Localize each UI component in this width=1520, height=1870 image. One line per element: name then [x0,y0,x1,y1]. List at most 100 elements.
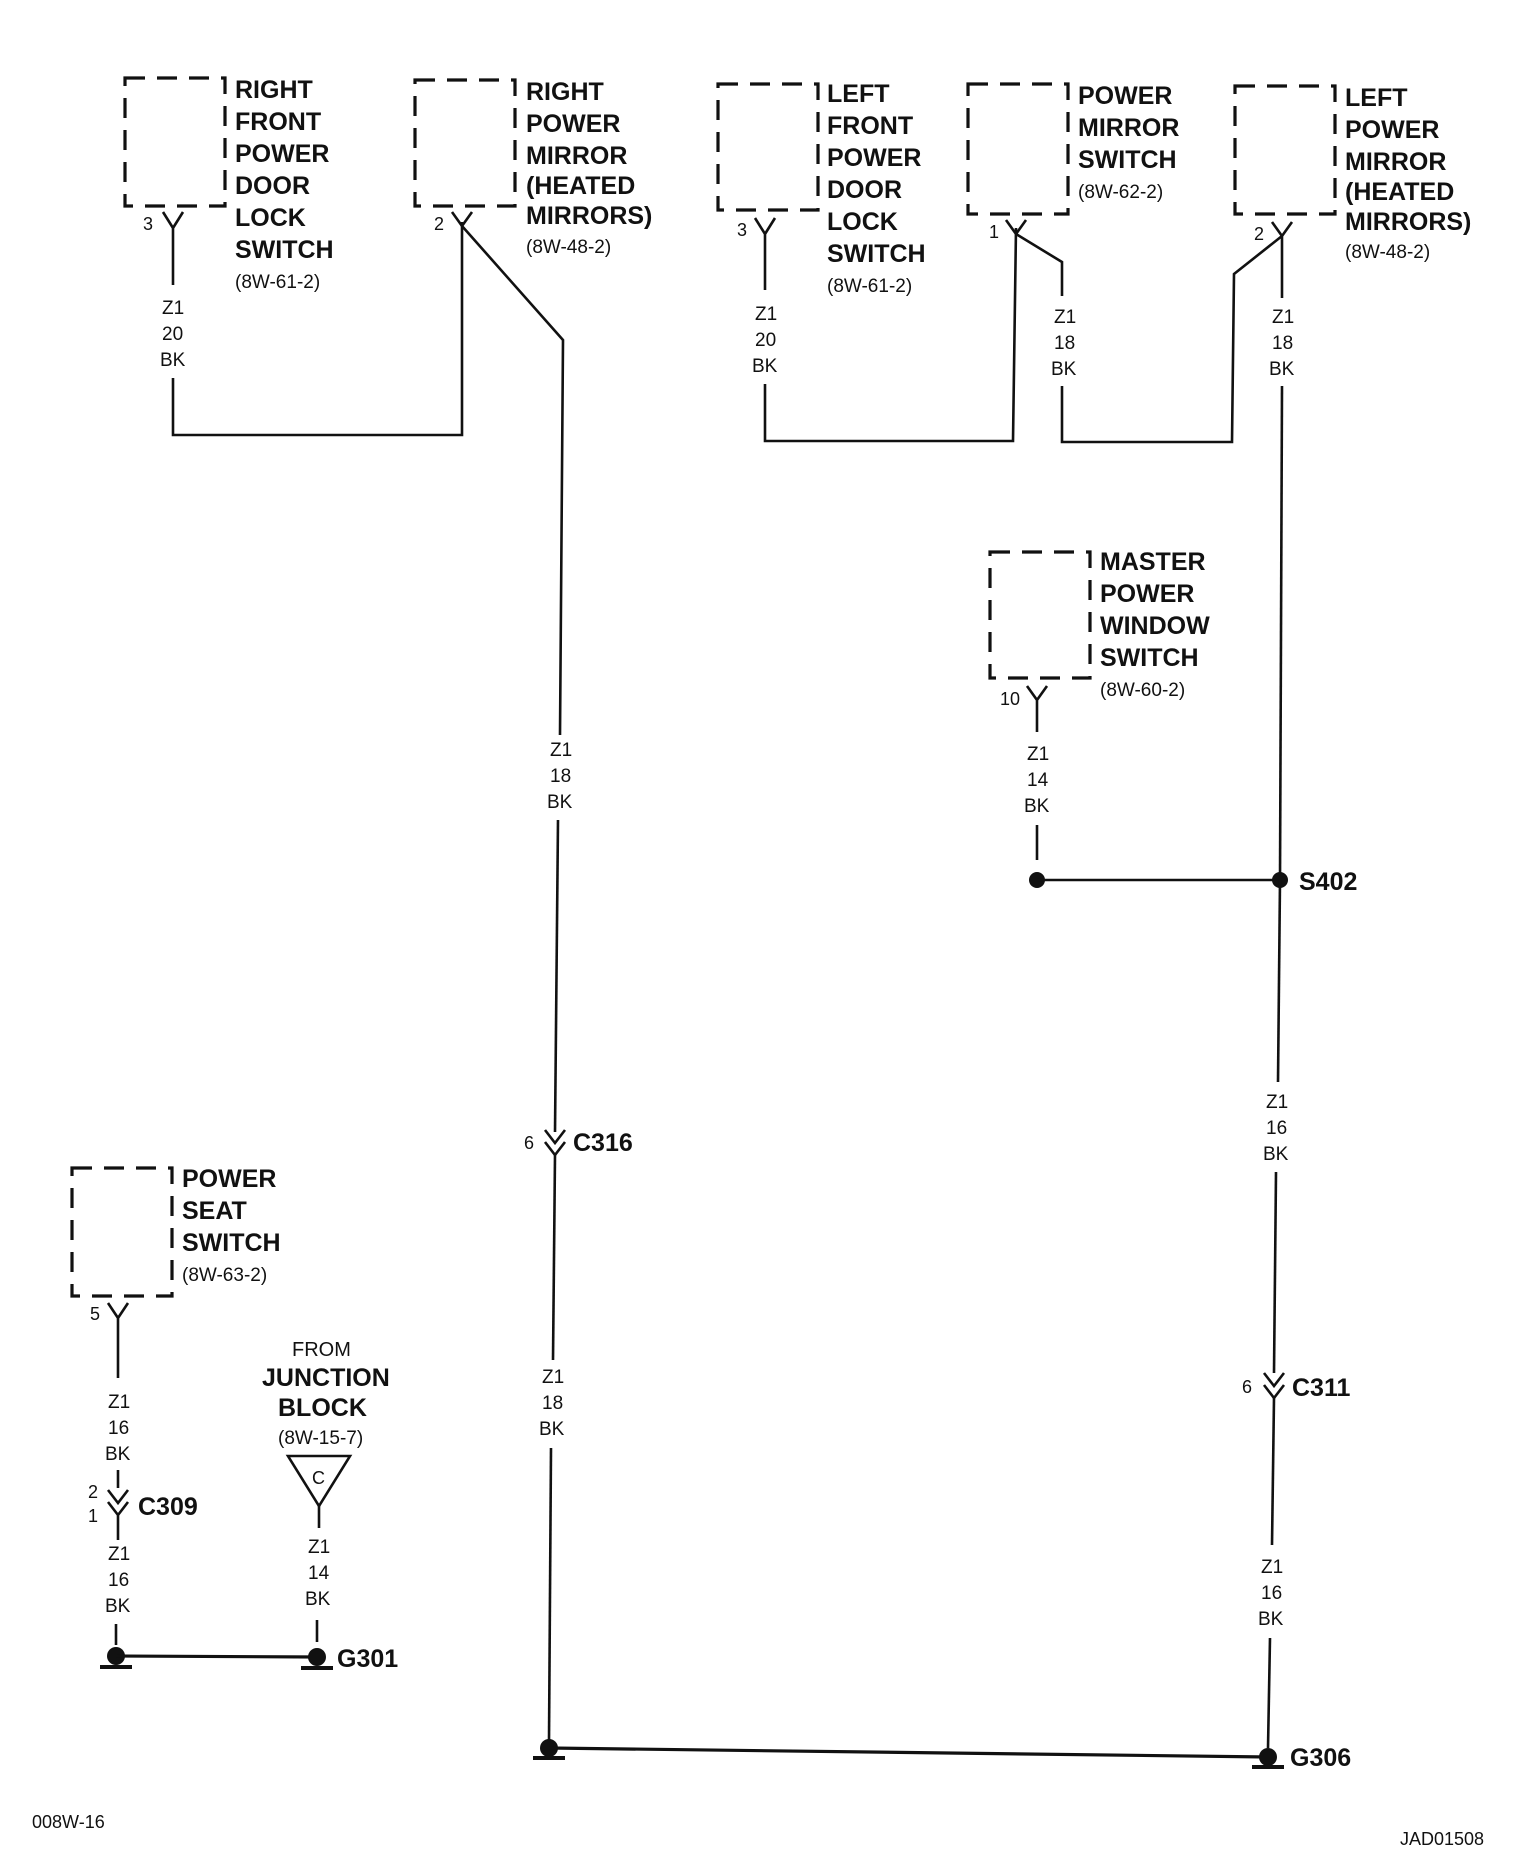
g301-wire [115,1654,318,1659]
footer-figure-number: 008W-16 [32,1812,105,1832]
junction-wire-gauge: 14 [308,1563,330,1584]
junction-label-2: BLOCK [278,1394,367,1422]
rf-mirror-lower-circuit: Z1 [542,1367,564,1388]
g306-label: G306 [1290,1744,1351,1772]
power-seat-label-2: SEAT [182,1197,247,1225]
master-window-label-3: WINDOW [1100,612,1210,640]
lf-door-lock-label-6: SWITCH [827,240,926,268]
mirror-switch-label-2: MIRROR [1078,114,1179,142]
rf-door-lock-label-4: DOOR [235,172,310,200]
junction-connector-id: C [312,1468,325,1488]
lf-door-lock-ref: (8W-61-2) [827,276,912,297]
lf-mirror-terminal [1270,221,1294,298]
master-window-wire-circuit: Z1 [1027,744,1049,765]
rf-mirror-wire-upper [461,225,565,736]
mirror-sw-wire [1060,234,1283,444]
rf-power-mirror-box [413,78,517,208]
lf-door-lock-terminal [753,217,777,290]
rf-door-lock-label-2: FRONT [235,108,321,136]
c309-pin-bottom: 1 [88,1506,98,1526]
lf-door-lock-label-3: POWER [827,144,921,172]
rf-door-lock-switch: RIGHT FRONT POWER DOOR LOCK SWITCH (8W-6… [123,76,464,437]
s402-down-gauge: 16 [1266,1118,1287,1139]
g301-label: G301 [337,1645,398,1673]
g301-ground: G301 [100,1645,398,1673]
lf-mirror-wire [1278,385,1284,881]
master-window-label-1: MASTER [1100,548,1206,576]
c316-connector: 6 C316 Z1 18 BK [524,1129,633,1741]
junction-from-label: FROM [292,1339,351,1361]
c311-connector: 6 C311 Z1 16 BK [1242,1372,1350,1749]
rf-mirror-terminal [450,211,474,229]
master-window-switch-box [988,550,1092,680]
power-seat-switch: POWER SEAT SWITCH (8W-63-2) 5 Z1 16 BK [70,1165,281,1488]
master-window-label-4: SWITCH [1100,644,1199,672]
lf-door-lock-label-5: LOCK [827,208,898,236]
master-window-terminal [1025,685,1049,732]
g306-wire [548,1746,1269,1759]
rf-mirror-upper-color: BK [547,792,573,813]
g306-dot-right [1259,1748,1277,1766]
power-seat-pin: 5 [90,1304,100,1324]
power-mirror-switch-box [966,82,1070,216]
mirror-switch-terminal [1004,219,1028,237]
g306-ground: G306 [533,1739,1351,1772]
lf-mirror-pin: 2 [1254,224,1264,244]
c311-down-circuit: Z1 [1261,1557,1283,1578]
master-window-label-2: POWER [1100,580,1194,608]
rf-door-lock-label-6: SWITCH [235,236,334,264]
lf-door-lock-switch-box [716,82,820,212]
junction-wire-circuit: Z1 [308,1537,330,1558]
master-power-window-switch: MASTER POWER WINDOW SWITCH (8W-60-2) 10 … [988,548,1210,860]
lf-lock-wire-gauge: 20 [755,330,776,351]
rf-mirror-label-2: POWER [526,110,620,138]
master-window-wire-color: BK [1024,796,1050,817]
rf-mirror-label-1: RIGHT [526,78,604,106]
c311-label: C311 [1292,1374,1350,1402]
power-seat-label-1: POWER [182,1165,276,1193]
lf-door-lock-pin: 3 [737,220,747,240]
lf-lock-wire [763,227,1018,443]
mirror-switch-wire-up [1015,232,1064,296]
seat-upper-gauge: 16 [108,1418,129,1439]
power-seat-terminal [106,1302,130,1378]
lf-mirror-label-5: MIRRORS) [1345,208,1471,236]
mirror-switch-ref: (8W-62-2) [1078,182,1163,203]
lf-door-lock-label-4: DOOR [827,176,902,204]
power-seat-label-3: SWITCH [182,1229,281,1257]
c309-symbol [106,1489,130,1540]
master-window-wire-gauge: 14 [1027,770,1049,791]
s402-wire-down [1276,879,1282,1083]
c316-symbol [543,1129,567,1158]
c316-wire-down [551,1154,557,1361]
rf-door-lock-ref: (8W-61-2) [235,272,320,293]
s402-wire-to-c311 [1272,1171,1278,1374]
lf-mirror-label-2: POWER [1345,116,1439,144]
rf-door-lock-pin: 3 [143,214,153,234]
rf-power-mirror: RIGHT POWER MIRROR (HEATED MIRRORS) (8W-… [413,78,652,1133]
c311-wire-down [1270,1397,1276,1546]
rf-mirror-wire-mid [553,819,560,1133]
lf-lock-wire-color: BK [752,356,778,377]
rf-mirror-label-3: MIRROR [526,142,627,170]
junction-label-1: JUNCTION [262,1364,390,1392]
lf-door-lock-label-2: FRONT [827,112,913,140]
rf-mirror-ref: (8W-48-2) [526,237,611,258]
junction-ref: (8W-15-7) [278,1428,363,1449]
lf-mirror-label-3: MIRROR [1345,148,1446,176]
lf-mirror-ref: (8W-48-2) [1345,242,1430,263]
s402-down-circuit: Z1 [1266,1092,1288,1113]
rf-lock-wire-circuit: Z1 [162,298,184,319]
lf-mirror-wire-gauge: 18 [1272,333,1293,354]
c316-label: C316 [573,1129,633,1157]
rf-mirror-pin: 2 [434,214,444,234]
rf-mirror-lower-color: BK [539,1419,565,1440]
rf-door-lock-label-3: POWER [235,140,329,168]
mirror-switch-label-1: POWER [1078,82,1172,110]
footer-drawing-id: JAD01508 [1400,1829,1484,1849]
c311-pin: 6 [1242,1377,1252,1397]
mirror-switch-label-3: SWITCH [1078,146,1177,174]
rf-mirror-label-5: MIRRORS) [526,202,652,230]
lf-door-lock-switch: LEFT FRONT POWER DOOR LOCK SWITCH (8W-61… [716,80,1018,443]
